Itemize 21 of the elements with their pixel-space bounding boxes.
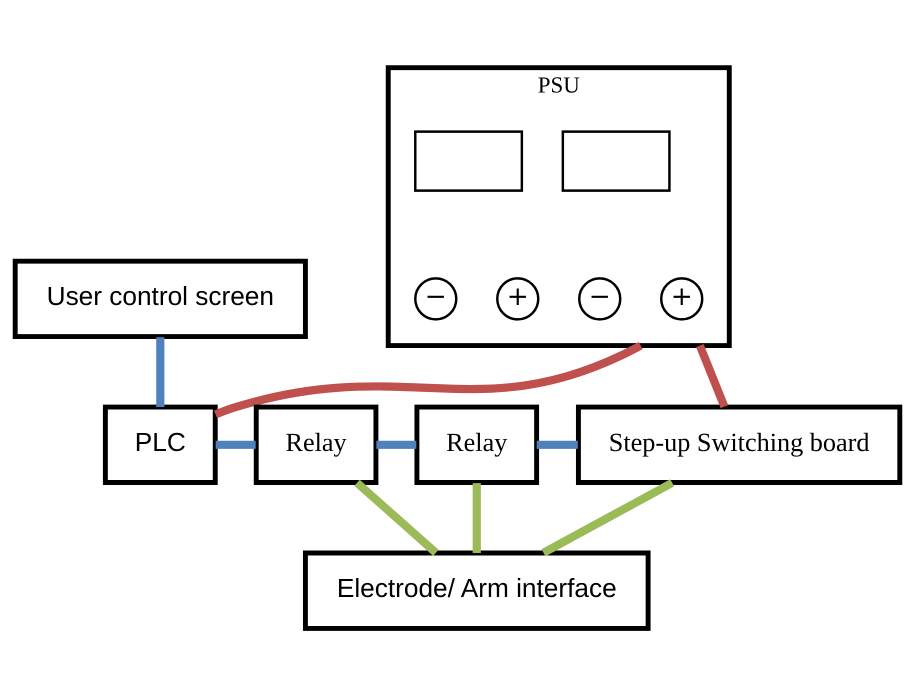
- connector: [216, 440, 256, 449]
- node-circle: −: [578, 277, 622, 321]
- node-circle: −: [414, 277, 458, 321]
- node-box: Electrode/ Arm interface: [302, 550, 651, 631]
- connector: [156, 337, 164, 408]
- connector: [214, 342, 642, 418]
- connector: [472, 483, 481, 553]
- connector: [354, 480, 439, 556]
- connector: [376, 440, 416, 449]
- node-box: [414, 130, 524, 192]
- node-circle: +: [496, 277, 540, 321]
- node-box: User control screen: [12, 258, 308, 340]
- connector: [696, 344, 728, 408]
- node-box: [562, 130, 671, 192]
- node-box: PLC: [102, 404, 218, 485]
- node-box: Step-up Switching board: [576, 404, 902, 485]
- node-box: Relay: [254, 404, 378, 485]
- node-box: Relay: [414, 404, 540, 485]
- connector: [536, 440, 578, 449]
- connector: [542, 479, 674, 556]
- node-circle: +: [660, 277, 704, 321]
